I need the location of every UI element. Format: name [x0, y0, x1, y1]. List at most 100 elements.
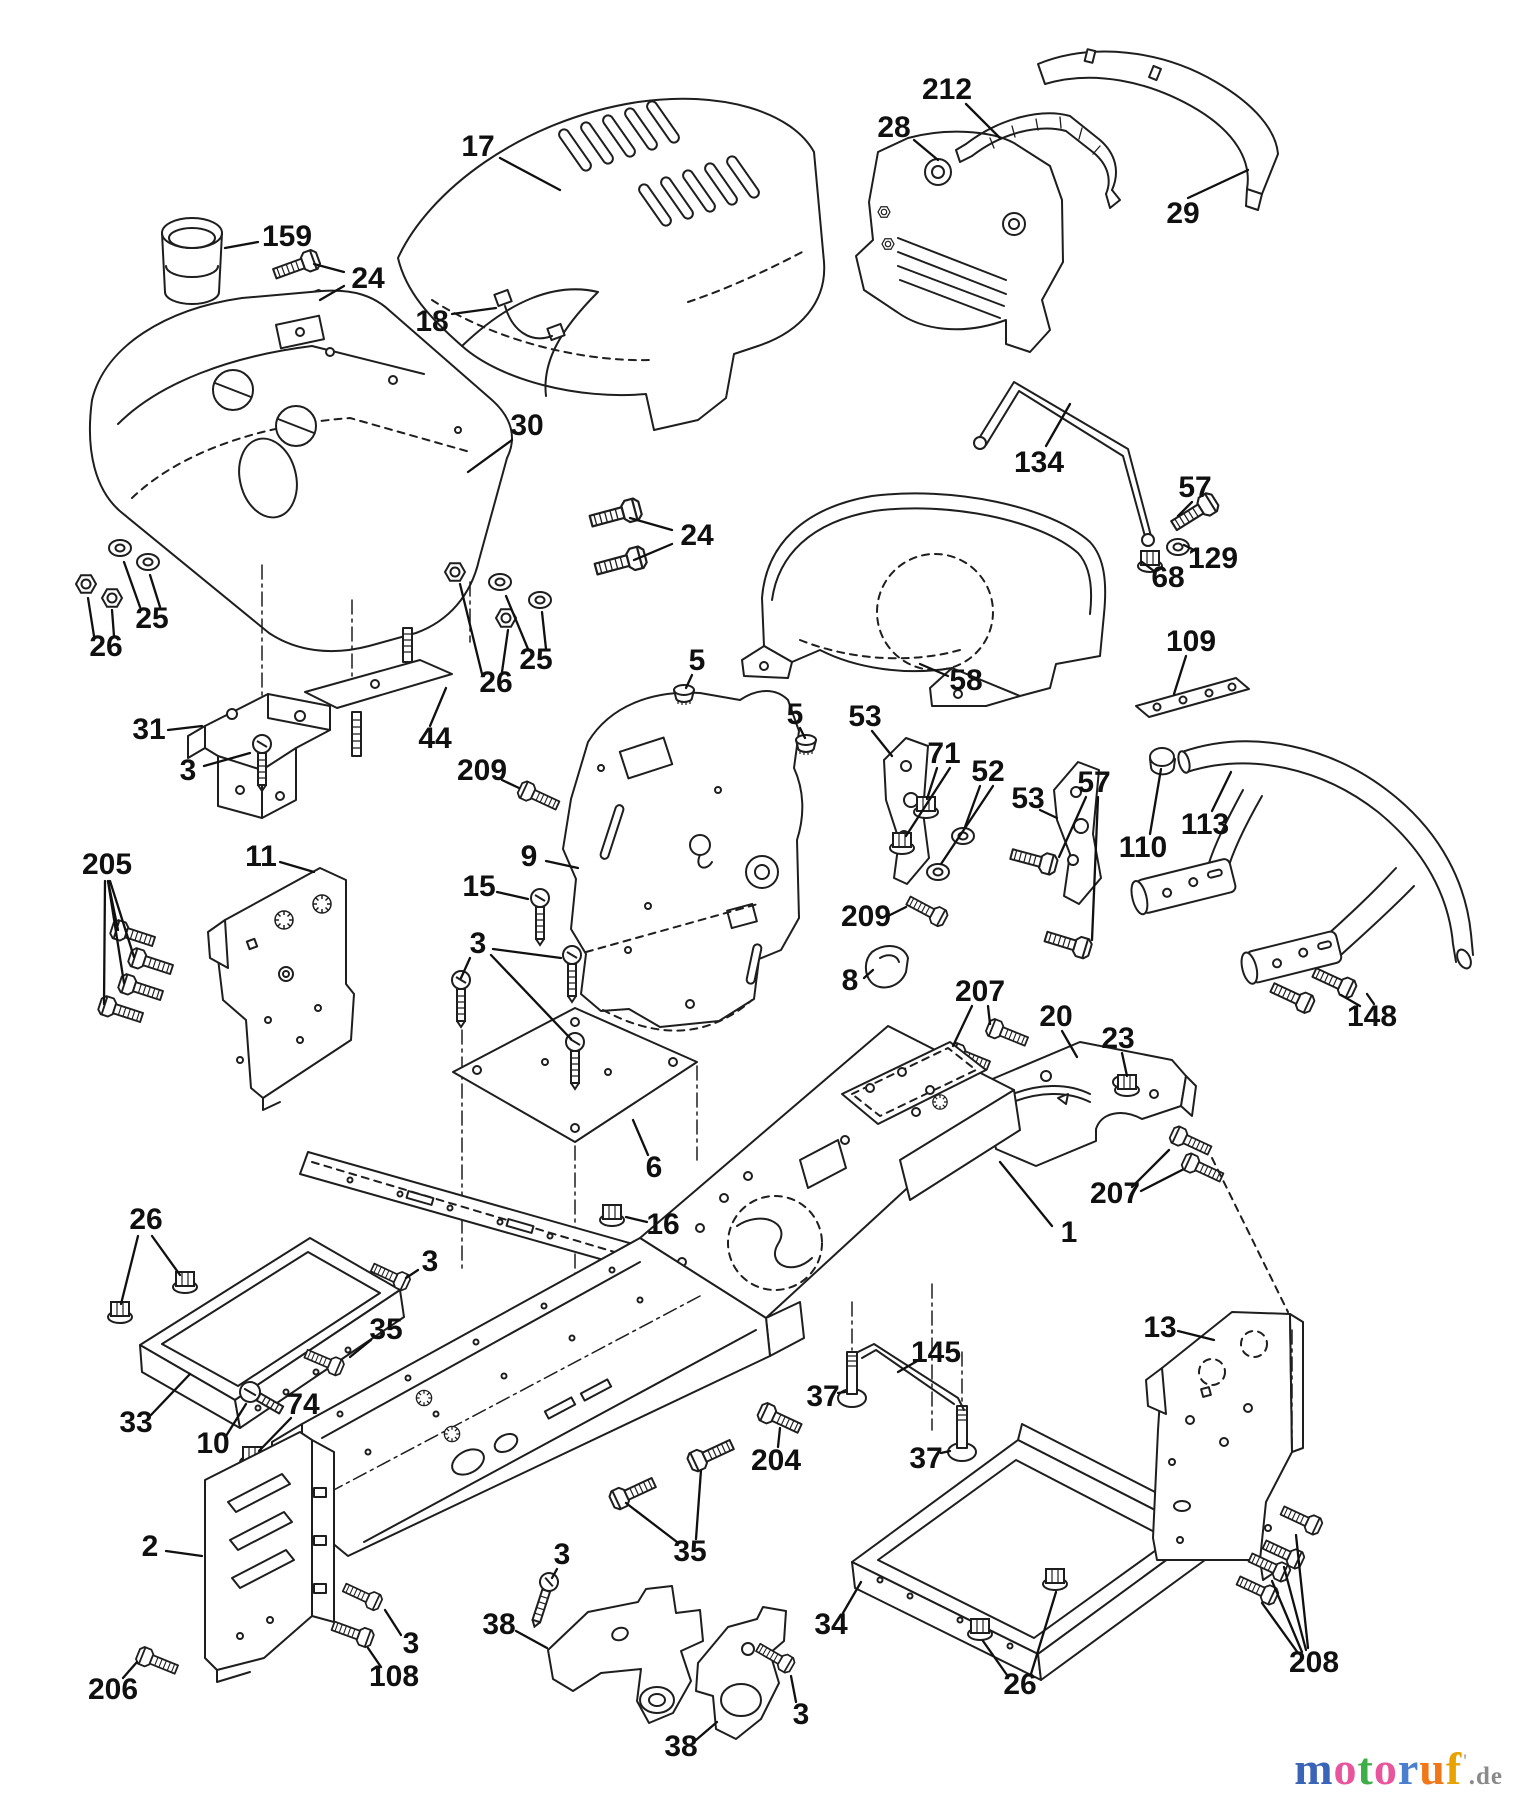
part-label-5: 5 [689, 644, 706, 677]
hardware-37-145 [837, 1283, 977, 1462]
hood-vents [558, 100, 760, 227]
leader-line-6 [631, 1118, 650, 1157]
leader-line-26 [500, 628, 510, 674]
leader-line-15 [495, 890, 530, 901]
part-label-37: 37 [909, 1442, 942, 1475]
leader-line-74 [257, 1416, 293, 1453]
leader-line-26 [110, 608, 116, 638]
leader-line-110 [1148, 767, 1163, 836]
motoruf-logo[interactable]: motoruf'.de [1294, 1746, 1503, 1792]
part-label-8: 8 [842, 964, 859, 997]
hardware-25-26-left [75, 539, 160, 608]
leader-line-23 [1120, 1051, 1129, 1078]
leader-line-71 [904, 766, 952, 838]
part-label-148: 148 [1347, 1000, 1397, 1033]
logo-tick: ' [1462, 1750, 1469, 1773]
leader-line-24 [632, 542, 674, 562]
hardware-screw-3e [524, 1569, 562, 1631]
part-label-204: 204 [751, 1444, 801, 1477]
part-front-plate-2 [204, 1431, 335, 1683]
part-hood [397, 97, 826, 431]
leader-line-205 [106, 879, 126, 985]
leader-line-134 [1044, 402, 1072, 448]
part-label-159: 159 [262, 220, 312, 253]
part-label-30: 30 [510, 409, 543, 442]
part-label-6: 6 [646, 1151, 663, 1184]
leader-line-25 [122, 560, 142, 609]
part-clip-18 [493, 288, 566, 342]
leader-line-17 [498, 156, 562, 192]
part-label-3: 3 [403, 1627, 420, 1660]
part-label-31: 31 [132, 713, 165, 746]
part-label-52: 52 [971, 755, 1004, 788]
logo-letter: f [1445, 1743, 1463, 1794]
part-label-26: 26 [89, 630, 122, 663]
part-label-2: 2 [142, 1530, 159, 1563]
part-bracket-53b [1053, 761, 1102, 905]
leader-line-209 [886, 905, 908, 918]
logo-word: motoruf [1294, 1743, 1462, 1794]
part-label-20: 20 [1039, 1000, 1072, 1033]
part-label-212: 212 [922, 73, 972, 106]
leader-line-205 [102, 879, 107, 1006]
part-label-11: 11 [245, 840, 277, 873]
hardware-bolts-24b [587, 496, 649, 581]
part-label-57: 57 [1178, 471, 1211, 504]
part-rod-134 [973, 381, 1155, 547]
leader-line-205 [108, 879, 136, 959]
leader-line-24 [628, 516, 674, 532]
part-label-28: 28 [877, 111, 910, 144]
leader-line-58 [918, 662, 950, 678]
part-label-16: 16 [646, 1208, 679, 1241]
part-label-38: 38 [482, 1608, 515, 1641]
leader-line-148 [1365, 992, 1376, 1006]
part-bracket-31 [187, 693, 331, 819]
leader-line-206 [121, 1660, 139, 1680]
part-label-109: 109 [1166, 625, 1216, 658]
part-label-26: 26 [129, 1203, 162, 1236]
leader-line-11 [278, 860, 316, 874]
leader-line-25 [504, 594, 530, 651]
leader-line-13 [1176, 1329, 1216, 1342]
leader-line-24 [312, 262, 346, 274]
part-label-134: 134 [1014, 446, 1064, 479]
part-label-74: 74 [286, 1388, 320, 1421]
leader-line-3 [550, 1567, 559, 1580]
part-label-208: 208 [1289, 1646, 1339, 1679]
leader-lines-layer [86, 102, 1376, 1742]
part-label-26: 26 [1003, 1668, 1036, 1701]
leader-line-37 [939, 1449, 952, 1455]
part-label-53: 53 [1011, 782, 1044, 815]
leader-line-31 [166, 724, 204, 732]
leader-line-16 [624, 1215, 649, 1224]
leader-line-52 [963, 784, 982, 829]
leader-line-25 [148, 573, 162, 609]
leader-line-3 [789, 1674, 798, 1704]
part-label-18: 18 [415, 305, 448, 338]
leader-line-26 [1029, 1590, 1058, 1676]
leader-line-212 [964, 102, 1002, 140]
part-label-3: 3 [422, 1245, 439, 1278]
leader-line-53 [870, 729, 894, 758]
leader-line-18 [450, 306, 498, 316]
leader-line-129 [1182, 543, 1200, 554]
leader-line-35 [624, 1501, 679, 1544]
part-label-3: 3 [180, 754, 197, 787]
leader-line-30 [466, 438, 514, 474]
leader-line-37 [836, 1390, 847, 1395]
leader-line-26 [981, 1639, 1009, 1677]
leader-line-44 [428, 686, 448, 728]
leader-line-208 [1282, 1565, 1308, 1652]
leader-line-3 [489, 953, 573, 1041]
part-label-1: 1 [1061, 1216, 1078, 1249]
logo-letter: m [1294, 1743, 1334, 1794]
leader-line-5 [684, 673, 694, 690]
part-dash-cover [88, 289, 513, 701]
part-label-207: 207 [955, 975, 1005, 1008]
part-side-panel-11 [207, 867, 355, 1111]
part-label-10: 10 [196, 1427, 229, 1460]
leader-line-57 [1176, 500, 1194, 518]
part-trim-29 [1037, 48, 1279, 211]
